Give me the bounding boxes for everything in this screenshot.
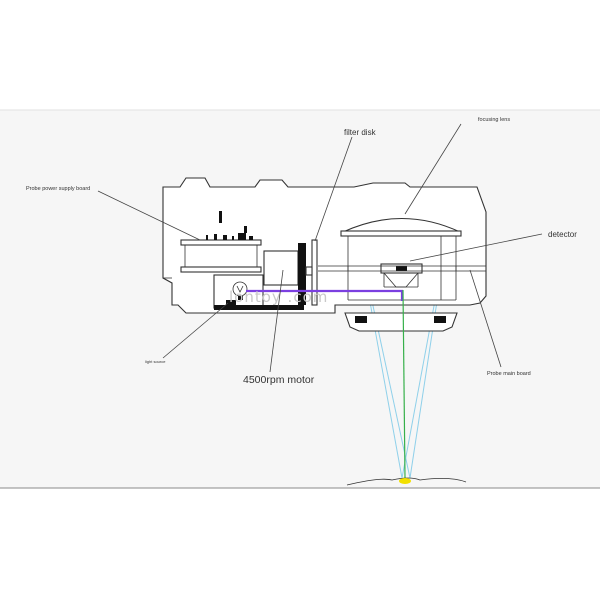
label-motor: 4500rpm motor	[243, 374, 315, 386]
detector-assembly	[380, 263, 423, 288]
label-probe-power-supply-board: Probe power supply board	[26, 186, 90, 192]
label-focusing-lens: focusing lens	[478, 117, 510, 123]
label-light-source: light source	[145, 359, 166, 364]
front-lens-cover	[344, 312, 458, 332]
leader-lines	[97, 123, 543, 373]
sample-spot	[399, 478, 411, 484]
sample-surface	[346, 477, 467, 486]
probe-main-board	[318, 265, 486, 272]
label-probe-main-board: Probe main board	[487, 371, 531, 377]
purple-light-beam	[246, 289, 404, 301]
watermark: lontoy .com	[229, 288, 328, 306]
motor	[263, 243, 313, 305]
label-detector: detector	[548, 230, 577, 239]
green-reflected-beam	[402, 289, 406, 479]
probe-power-supply-board	[180, 211, 262, 273]
focusing-lens	[340, 217, 462, 237]
label-filter-disk: filter disk	[344, 128, 377, 137]
